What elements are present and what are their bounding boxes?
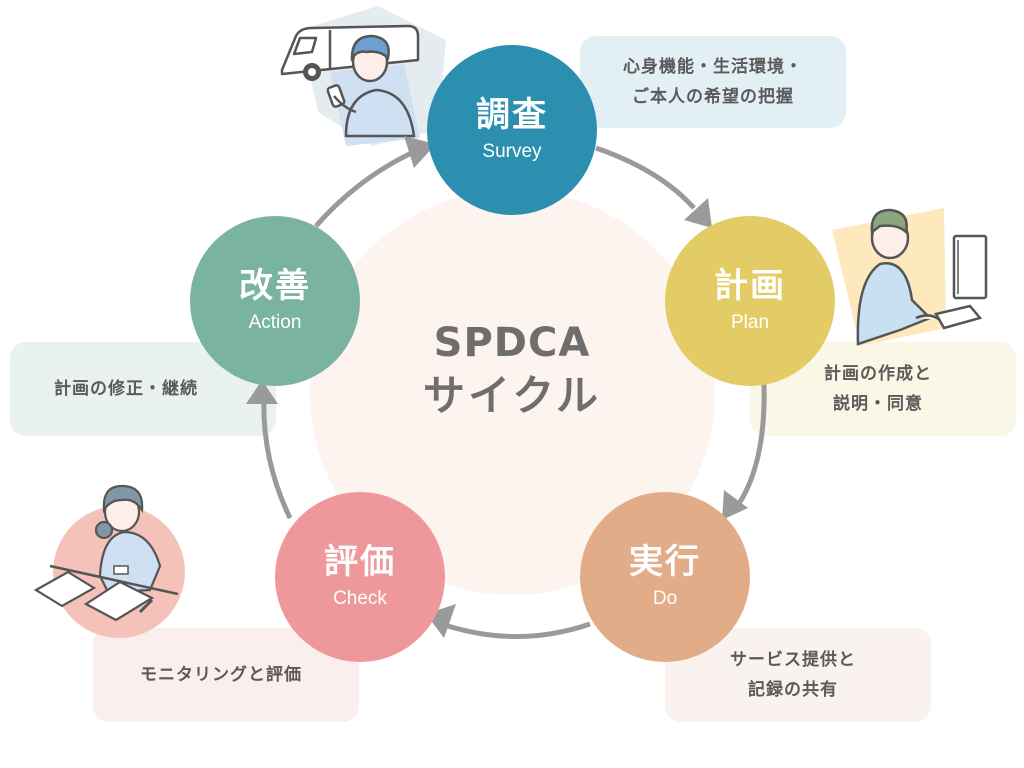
node-check-jp: 評価 bbox=[324, 542, 396, 582]
center-title: SPDCA サイクル bbox=[362, 318, 662, 424]
callout-plan-line1: 計画の作成と bbox=[824, 364, 932, 384]
arrow-plan-to-do bbox=[737, 383, 767, 504]
center-title-line2: サイクル bbox=[423, 371, 601, 420]
arrow-action-to-survey bbox=[314, 147, 420, 228]
node-action: 改善 Action bbox=[190, 216, 360, 386]
node-survey-jp: 調査 bbox=[476, 95, 548, 135]
staff-with-tablet-icon bbox=[33, 484, 179, 622]
node-do-jp: 実行 bbox=[629, 542, 701, 582]
arrow-head-action bbox=[246, 380, 278, 404]
callout-survey: 心身機能・生活環境・ ご本人の希望の把握 bbox=[580, 36, 846, 128]
center-title-line1: SPDCA bbox=[433, 320, 591, 366]
callout-action-line1: 計画の修正・継続 bbox=[54, 379, 198, 399]
node-check-en: Check bbox=[333, 588, 387, 609]
arrow-check-to-action bbox=[261, 397, 293, 520]
node-plan: 計画 Plan bbox=[665, 216, 835, 386]
callout-plan: 計画の作成と 説明・同意 bbox=[750, 342, 1016, 436]
node-survey-en: Survey bbox=[482, 141, 542, 162]
arrow-survey-to-plan bbox=[595, 145, 696, 210]
node-check: 評価 Check bbox=[275, 492, 445, 662]
node-action-en: Action bbox=[248, 312, 302, 333]
node-do-en: Do bbox=[652, 588, 678, 609]
node-survey: 調査 Survey bbox=[427, 45, 597, 215]
callout-do-line2: 記録の共有 bbox=[748, 680, 838, 700]
callout-do-line1: サービス提供と bbox=[730, 650, 856, 670]
callout-survey-line1: 心身機能・生活環境・ bbox=[623, 57, 803, 77]
node-plan-en: Plan bbox=[730, 312, 770, 333]
callout-plan-line2: 説明・同意 bbox=[833, 394, 923, 414]
arrow-head-plan bbox=[684, 198, 712, 228]
callout-check-line1: モニタリングと評価 bbox=[140, 665, 302, 685]
arrow-do-to-check bbox=[447, 621, 591, 640]
arrow-head-do bbox=[722, 490, 748, 520]
node-action-jp: 改善 bbox=[239, 266, 311, 306]
node-do: 実行 Do bbox=[580, 492, 750, 662]
callout-survey-line2: ご本人の希望の把握 bbox=[632, 87, 794, 107]
node-plan-jp: 計画 bbox=[714, 266, 786, 306]
caregiver-icon bbox=[326, 34, 416, 138]
staff-at-computer-icon bbox=[856, 208, 988, 346]
